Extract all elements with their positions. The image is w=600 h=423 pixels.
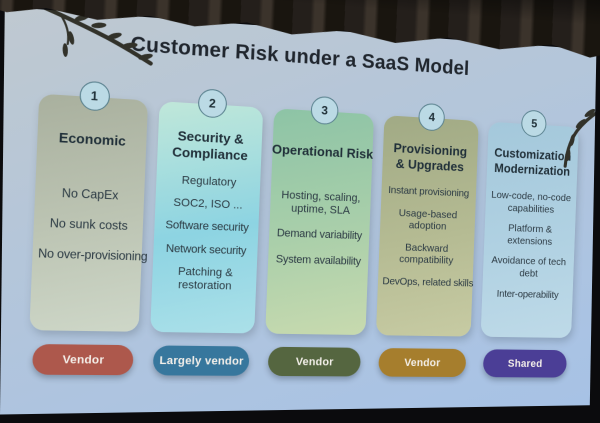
slide: Customer Risk under a SaaS Model — [0, 6, 597, 378]
step-number: 5 — [531, 116, 538, 131]
risk-card: Provisioning & Upgrades Instant provisio… — [375, 115, 479, 337]
step-number: 3 — [321, 103, 329, 118]
card-title: Economic — [58, 129, 127, 149]
risk-card: Operational Risk Hosting, scaling, uptim… — [265, 108, 374, 336]
responsibility-pill: Vendor — [267, 346, 361, 377]
risk-column-economic: 1 Economic No CapEx No sunk costs No ove… — [27, 78, 149, 376]
card-title: Customization Modernization — [494, 146, 572, 179]
risk-card: Security & Compliance Regulatory SOC2, I… — [150, 101, 264, 334]
card-item: Hosting, scaling, uptime, SLA — [281, 189, 361, 218]
risk-card: Customization Modernization Low-code, no… — [480, 121, 579, 339]
step-number: 4 — [428, 110, 436, 125]
card-item: Inter-operability — [496, 287, 559, 301]
responsibility-pill: Largely vendor — [152, 345, 251, 376]
step-number: 1 — [90, 88, 99, 104]
risk-card: Economic No CapEx No sunk costs No over-… — [29, 93, 149, 332]
card-item: No over-provisioning — [37, 247, 148, 264]
card-item: Backward compatibility — [398, 241, 454, 267]
card-item: Avoidance of tech debt — [491, 254, 567, 280]
card-item: DevOps, related skills — [382, 275, 474, 290]
card-item: Patching & restoration — [177, 265, 233, 293]
card-item: Instant provisioning — [387, 184, 470, 200]
risk-column-security-compliance: 2 Security & Compliance Regulatory SOC2,… — [149, 86, 265, 376]
risk-columns-row: 1 Economic No CapEx No sunk costs No ove… — [0, 47, 584, 378]
card-item: Low-code, no-code capabilities — [491, 189, 572, 216]
card-item: No sunk costs — [49, 217, 128, 233]
card-item: No CapEx — [61, 187, 119, 203]
card-item: Regulatory — [181, 174, 237, 190]
card-item: System availability — [275, 252, 362, 268]
card-title: Operational Risk — [271, 141, 374, 162]
responsibility-pill: Vendor — [377, 348, 467, 378]
card-item: Network security — [165, 242, 247, 257]
card-item: Demand variability — [276, 227, 363, 243]
responsibility-pill: Shared — [482, 349, 568, 378]
card-item: SOC2, ISO ... — [173, 196, 243, 212]
card-item: Usage-based adoption — [398, 206, 458, 233]
card-item: Software security — [165, 219, 249, 235]
card-title: Provisioning & Upgrades — [393, 140, 468, 175]
risk-column-provisioning-upgrades: 4 Provisioning & Upgrades Instant provis… — [374, 100, 479, 378]
card-item: Platform & extensions — [507, 222, 553, 248]
risk-column-operational: 3 Operational Risk Hosting, scaling, upt… — [264, 93, 374, 377]
card-title: Security & Compliance — [171, 127, 249, 164]
risk-column-customization-modernization: 5 Customization Modernization Low-code, … — [479, 107, 580, 378]
step-number: 2 — [208, 96, 217, 111]
responsibility-pill: Vendor — [31, 343, 134, 376]
